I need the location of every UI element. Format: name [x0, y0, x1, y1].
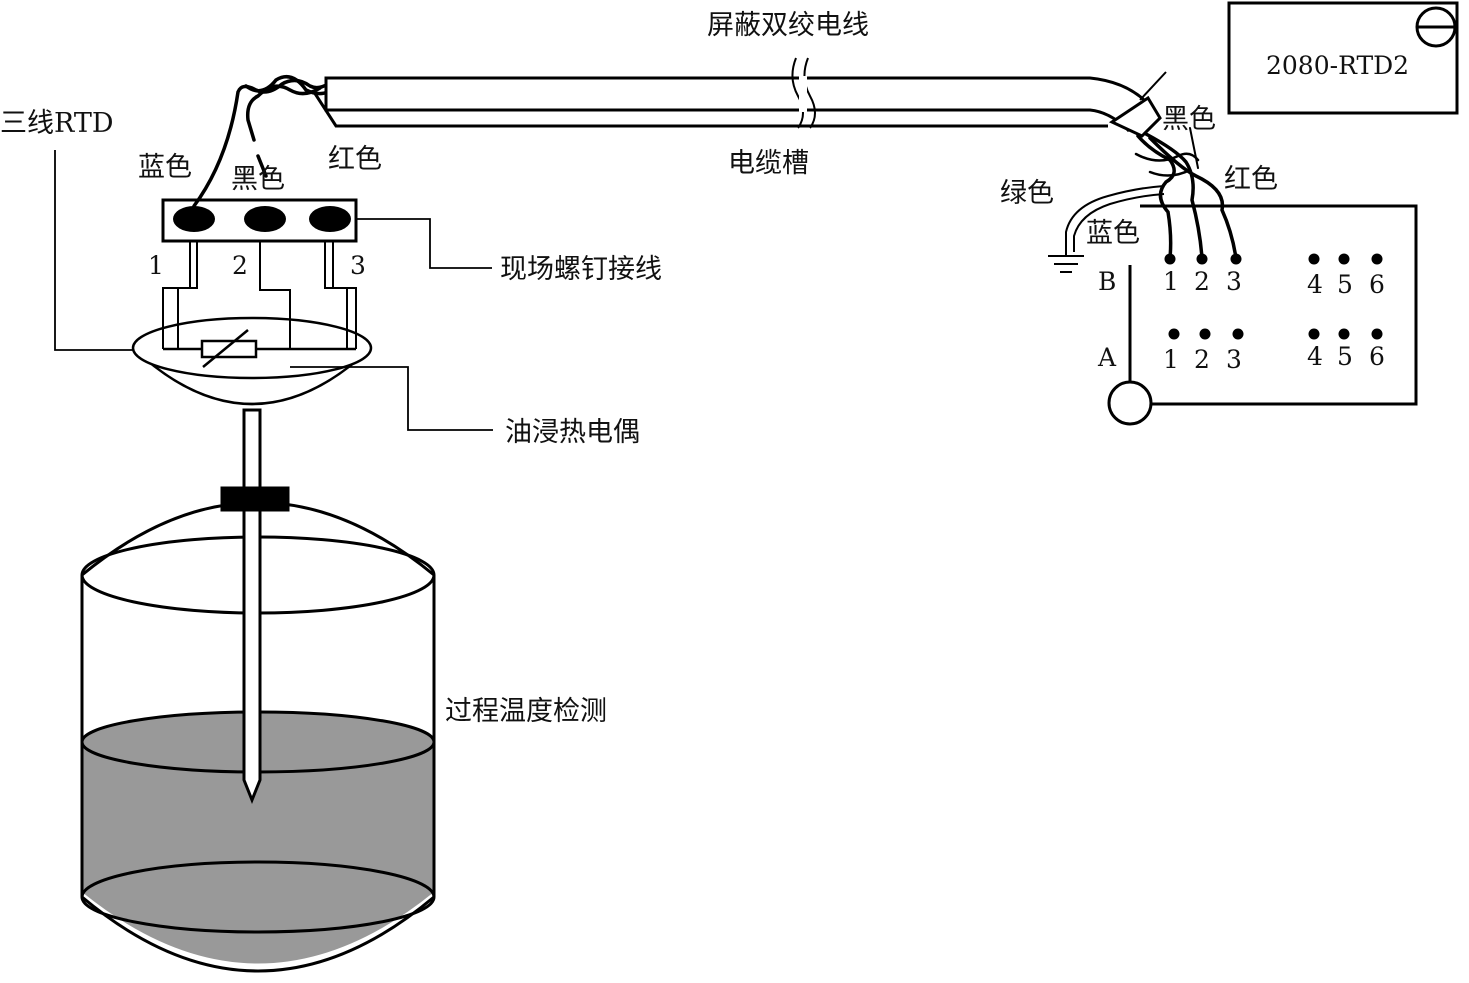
- label-process-temp: 过程温度检测: [445, 696, 607, 727]
- terminal-dots-b: [1164, 253, 1383, 265]
- break-gap: [799, 76, 807, 112]
- wire-twist-2: [244, 74, 330, 96]
- leader-lines: [54, 150, 493, 431]
- cable-outer: [324, 76, 1155, 133]
- probe: [220, 408, 290, 805]
- labels: 屏蔽双绞电线 电缆槽 三线RTD 蓝色 黑色 红色 现场螺钉接线 油浸热电偶 过…: [0, 10, 1409, 727]
- panel-mount-hole[interactable]: [1107, 380, 1153, 426]
- terminal-a2[interactable]: [1199, 328, 1211, 340]
- tray-bottom: [312, 91, 1108, 128]
- black-wire-left-2: [245, 84, 322, 142]
- label-red-left: 红色: [328, 144, 382, 175]
- rtd2-module: [1227, 1, 1459, 115]
- terminal-b3[interactable]: [1230, 253, 1242, 265]
- label-cable-tray: 电缆槽: [728, 148, 809, 179]
- channel-b-number: 4: [1307, 270, 1323, 299]
- terminal-dots-a: [1168, 328, 1383, 340]
- cable-end-strand: [1139, 71, 1167, 101]
- channel-b-number: 5: [1337, 270, 1353, 299]
- label-black-left: 黑色: [231, 164, 285, 195]
- terminal-a4[interactable]: [1308, 328, 1320, 340]
- channel-b-number: 3: [1226, 267, 1242, 296]
- channel-a-number: 1: [1163, 345, 1179, 374]
- label-row-b: B: [1098, 267, 1116, 296]
- tank-bottom-dome: [81, 895, 435, 973]
- leader-three-wire-rtd: [54, 150, 133, 351]
- screw-number: 2: [232, 251, 248, 280]
- terminal-panel: [1107, 204, 1418, 426]
- cable-tray: [312, 57, 1167, 138]
- label-green: 绿色: [1000, 178, 1054, 209]
- label-row-a: A: [1097, 343, 1117, 372]
- terminal-b1[interactable]: [1164, 253, 1176, 265]
- channel-a-number: 2: [1194, 345, 1210, 374]
- ground-symbol: [1048, 255, 1084, 273]
- channel-b-number: 6: [1369, 270, 1385, 299]
- rtd-internal-wires: [162, 241, 357, 350]
- label-module: 2080-RTD2: [1266, 51, 1409, 80]
- wire-right-red: [1148, 136, 1238, 260]
- label-blue-left: 蓝色: [138, 152, 192, 183]
- terminal-a5[interactable]: [1338, 328, 1350, 340]
- channel-b-number: 2: [1194, 267, 1210, 296]
- ground-wire: [1065, 185, 1165, 256]
- channel-b-number: 1: [1163, 267, 1179, 296]
- channel-a-number: 3: [1226, 345, 1242, 374]
- field-terminal-block: [161, 198, 358, 243]
- terminal-b5[interactable]: [1338, 253, 1350, 265]
- leader-field-screw: [356, 218, 492, 269]
- screw-number: 3: [350, 251, 366, 280]
- terminal-b6[interactable]: [1371, 253, 1383, 265]
- wire-twist-right-2: [1148, 168, 1192, 177]
- label-red-right: 红色: [1224, 164, 1278, 195]
- tank-liquid: [82, 715, 434, 964]
- label-oil-thermo: 油浸热电偶: [505, 417, 640, 448]
- terminal-a6[interactable]: [1371, 328, 1383, 340]
- twisted-wires: [192, 74, 330, 208]
- right-wires: [1134, 127, 1238, 260]
- panel-outline: [1130, 204, 1418, 406]
- probe-stem: [242, 408, 262, 805]
- label-black-right: 黑色: [1162, 104, 1216, 135]
- cable-end: [1108, 95, 1162, 138]
- terminal-a1[interactable]: [1168, 328, 1180, 340]
- wire-right-black-2: [1144, 132, 1204, 260]
- wire-right-strand: [1189, 127, 1199, 169]
- channel-a-number: 6: [1369, 342, 1385, 371]
- screw-number: 1: [148, 251, 164, 280]
- rtd-arrow: [202, 329, 249, 368]
- wire-right-black: [1136, 134, 1176, 260]
- screw-1[interactable]: [173, 206, 215, 232]
- channel-a-number: 5: [1337, 342, 1353, 371]
- leader-oil-thermo: [290, 366, 493, 431]
- break-mark-2: [803, 57, 816, 129]
- screw-3[interactable]: [309, 206, 351, 232]
- label-three-wire-rtd: 三线RTD: [0, 108, 114, 139]
- screw-2[interactable]: [244, 206, 286, 232]
- channel-a-number: 4: [1307, 342, 1323, 371]
- probe-flange: [220, 486, 290, 512]
- break-mark-1: [791, 57, 804, 129]
- terminal-a3[interactable]: [1232, 328, 1244, 340]
- rtd-element: [200, 339, 258, 359]
- wire-twist-right: [1134, 152, 1200, 162]
- label-field-screw: 现场螺钉接线: [500, 254, 662, 285]
- terminal-b2[interactable]: [1196, 253, 1208, 265]
- terminal-b4[interactable]: [1308, 253, 1320, 265]
- black-wire-left: [256, 154, 268, 178]
- sensor-head: [131, 316, 373, 406]
- label-blue-right: 蓝色: [1086, 218, 1140, 249]
- label-shielded-cable: 屏蔽双绞电线: [707, 10, 869, 41]
